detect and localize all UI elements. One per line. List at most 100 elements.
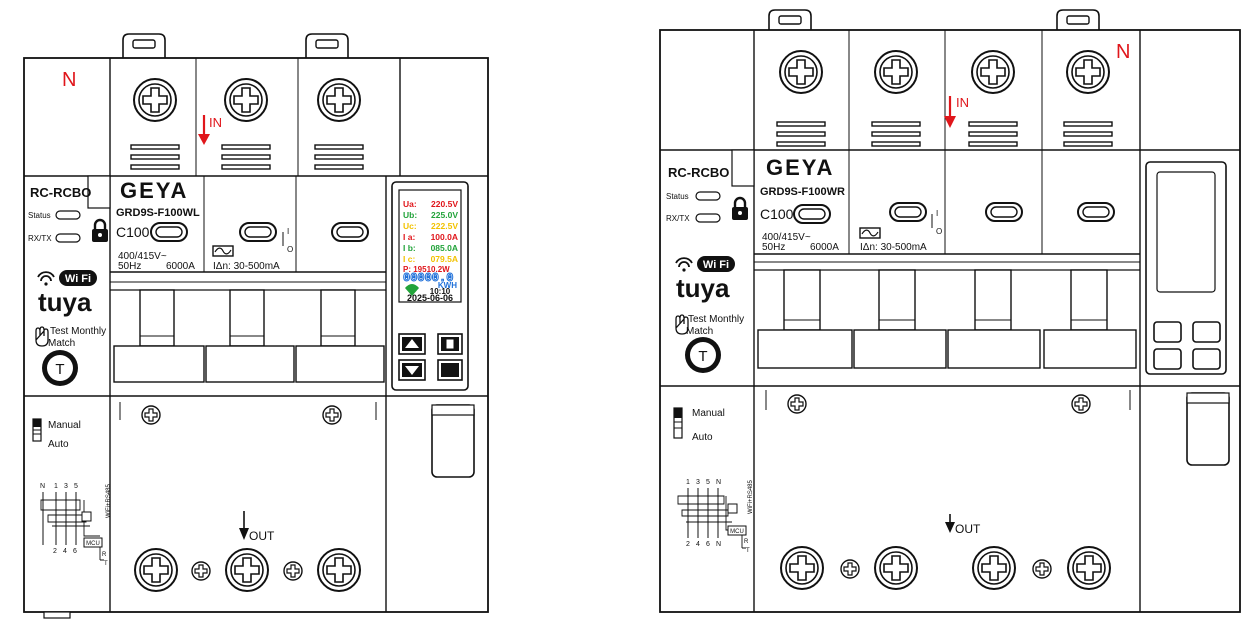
hand-icon	[35, 326, 49, 347]
lcd-value: 085.0A	[431, 243, 458, 253]
test-button[interactable]: T	[42, 350, 78, 386]
breaker-lever[interactable]	[853, 269, 947, 369]
terminal-screw	[134, 548, 178, 592]
schematic-label: 3	[696, 479, 700, 486]
terminal-screw	[971, 50, 1015, 94]
cover-screw	[1071, 394, 1091, 414]
terminal-screw	[317, 548, 361, 592]
out-label: OUT	[955, 522, 981, 536]
test-button[interactable]: T	[685, 337, 721, 373]
enter-button[interactable]	[437, 359, 463, 381]
breaker-lever[interactable]	[205, 289, 295, 383]
model-type: RC-RCBO	[668, 165, 729, 180]
wifi-signal-icon	[405, 284, 419, 296]
right-device: N IN RC-RCBO Status RX/TX Wi Fi tuya	[659, 9, 1241, 613]
schematic-label: 2	[53, 548, 57, 555]
lcd-label: I a:	[403, 232, 415, 242]
schematic-side-label: WiFi+RS485	[748, 479, 754, 514]
status-label: Status	[666, 192, 689, 201]
lcd-value: 220.5V	[431, 199, 458, 209]
menu-button[interactable]	[1192, 321, 1221, 343]
toggle-handle[interactable]	[793, 204, 831, 224]
lcd-unit: KWH	[438, 281, 457, 290]
toggle-handle[interactable]	[889, 202, 927, 222]
terminal-screw-small	[283, 561, 303, 581]
up-button[interactable]	[1153, 321, 1182, 343]
terminal-slots	[776, 121, 826, 147]
rxtx-led	[695, 213, 721, 223]
rs485-port	[1186, 392, 1230, 466]
status-label: Status	[28, 211, 51, 220]
lcd-label: I b:	[403, 243, 416, 253]
terminal-screw	[779, 50, 823, 94]
off-label: O	[936, 227, 942, 236]
breaker-lever[interactable]	[295, 289, 385, 383]
schematic-label: 6	[706, 541, 710, 548]
wiring-schematic: 1 3 5 N MCU R T 2 4 6 N WiFi+RS485	[677, 479, 754, 554]
terminal-screw	[317, 78, 361, 122]
menu-button[interactable]	[437, 333, 463, 355]
test-button-letter: T	[55, 361, 64, 378]
breaker-lever[interactable]	[947, 269, 1041, 369]
schematic-label: 5	[74, 483, 78, 490]
schematic-label: N	[40, 483, 45, 490]
toggle-handle[interactable]	[1077, 202, 1115, 222]
terminal-slots	[130, 144, 180, 170]
terminal-screw	[972, 546, 1016, 590]
schematic-label: 1	[54, 483, 58, 490]
up-button[interactable]	[398, 333, 426, 355]
schematic-side-label: WiFi+RS485	[106, 483, 112, 518]
schematic-t: T	[104, 561, 108, 567]
schematic-label: 4	[696, 541, 700, 548]
lcd-value: 222.5V	[431, 221, 458, 231]
terminal-screw	[874, 546, 918, 590]
toggle-handle[interactable]	[985, 202, 1023, 222]
breaker-lever[interactable]	[113, 289, 205, 383]
lcd-value: 225.0V	[431, 210, 458, 220]
schematic-r: R	[102, 552, 107, 558]
lcd-readings: Ua: 220.5V Ub: 225.0V Uc: 222.5V I a: 10…	[403, 199, 458, 264]
terminal-screw	[1066, 50, 1110, 94]
breaking-capacity: 6000A	[166, 261, 195, 272]
schematic-label: 2	[686, 541, 690, 548]
terminal-screw	[225, 548, 269, 592]
in-label: IN	[956, 95, 969, 110]
down-button[interactable]	[1153, 348, 1182, 370]
lcd-label: I c:	[403, 254, 415, 264]
down-button[interactable]	[398, 359, 426, 381]
neutral-label: N	[1116, 41, 1130, 63]
frequency: 50Hz	[762, 242, 785, 253]
lcd-label: Uc:	[403, 221, 417, 231]
model-number: GRD9S-F100WR	[760, 186, 845, 198]
tuya-logo: tuya	[676, 273, 730, 303]
in-label: IN	[209, 115, 222, 130]
enter-button[interactable]	[1192, 348, 1221, 370]
wifi-icon	[37, 271, 55, 286]
schematic-label: 6	[73, 548, 77, 555]
lcd-label: Ub:	[403, 210, 417, 220]
residual-current-icon	[212, 245, 234, 257]
lcd-display	[1156, 171, 1216, 293]
toggle-handle[interactable]	[150, 222, 188, 242]
terminal-screw	[224, 78, 268, 122]
lcd-time: 10:10	[430, 287, 451, 296]
mounting-clip	[305, 33, 349, 60]
leakage-rating: IΔn: 30-500mA	[213, 261, 280, 272]
mode-switch[interactable]	[673, 407, 683, 439]
breaker-lever[interactable]	[1043, 269, 1137, 369]
on-label: I	[287, 227, 289, 236]
toggle-handle[interactable]	[239, 222, 277, 242]
rating: C100	[116, 224, 150, 240]
test-button-letter: T	[698, 348, 707, 365]
breaker-lever[interactable]	[757, 269, 853, 369]
left-device: N IN RC-RCBO Status RX/TX Wi Fi tuya	[23, 33, 489, 619]
status-led	[695, 191, 721, 201]
mode-switch[interactable]	[32, 418, 42, 442]
terminal-slots	[1063, 121, 1113, 147]
toggle-handle[interactable]	[331, 222, 369, 242]
wifi-badge: Wi Fi	[65, 273, 91, 285]
mounting-clip	[1056, 9, 1100, 32]
arrow-up-icon	[405, 339, 419, 348]
wiring-schematic: N 1 3 5 MCU R T 2 4 6 WiFi+RS485	[40, 483, 112, 567]
